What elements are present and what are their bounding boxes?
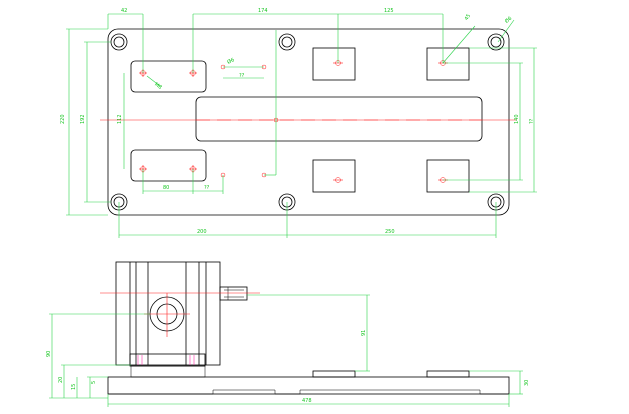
elev-base-underside — [108, 389, 509, 395]
dim-125: 125 — [384, 8, 394, 14]
dim-right-qq: ?? — [529, 118, 535, 124]
gearbox-body — [115, 261, 221, 366]
dim-220: 220 — [60, 114, 66, 124]
dim-112: 112 — [117, 114, 123, 124]
dim-91: 91 — [361, 330, 367, 336]
dim-200: 200 — [197, 229, 207, 235]
elev-base-plate — [107, 376, 510, 395]
elevation-view: 91 90 20 15 5 30 478 — [46, 261, 530, 407]
dim-phi6: Ø6 — [503, 15, 513, 25]
dim-bottom-qq: ?? — [204, 185, 210, 191]
label-m8: M8 — [153, 82, 163, 91]
input-shaft — [219, 286, 248, 301]
dim-45: 45 — [464, 13, 473, 22]
dim-5: 5 — [91, 381, 97, 384]
elev-pad-1 — [312, 370, 356, 378]
dim-15: 15 — [71, 384, 77, 390]
gearbox-spacer — [130, 365, 206, 378]
dim-20: 20 — [58, 377, 64, 383]
dim-250: 250 — [385, 229, 395, 235]
pad-r1-bottom — [312, 159, 356, 193]
mount-pad-top — [130, 60, 207, 93]
pad-r2-top — [426, 47, 470, 81]
dim-174: 174 — [258, 8, 268, 14]
base-plate-outline — [107, 28, 510, 216]
tapped-holes — [139, 60, 448, 183]
elev-pad-2 — [426, 370, 470, 378]
dim-140: 140 — [514, 114, 520, 124]
dim-478: 478 — [302, 398, 312, 404]
dim-small-hole-qq: ?? — [239, 73, 245, 79]
dim-42: 42 — [121, 8, 127, 14]
pad-r1-top — [312, 47, 356, 81]
central-slot — [195, 96, 483, 142]
mount-pad-bottom — [130, 149, 207, 182]
dim-90: 90 — [46, 351, 52, 357]
dim-192: 192 — [80, 114, 86, 124]
dim-80: 80 — [163, 185, 169, 191]
pad-r2-bottom — [426, 159, 470, 193]
dim-small-hole-dia: Ø6 — [226, 56, 235, 65]
plan-view: 42 174 125 45 Ø6 Ø6 ?? M8 220 192 112 — [60, 8, 537, 238]
dim-30: 30 — [524, 380, 530, 386]
